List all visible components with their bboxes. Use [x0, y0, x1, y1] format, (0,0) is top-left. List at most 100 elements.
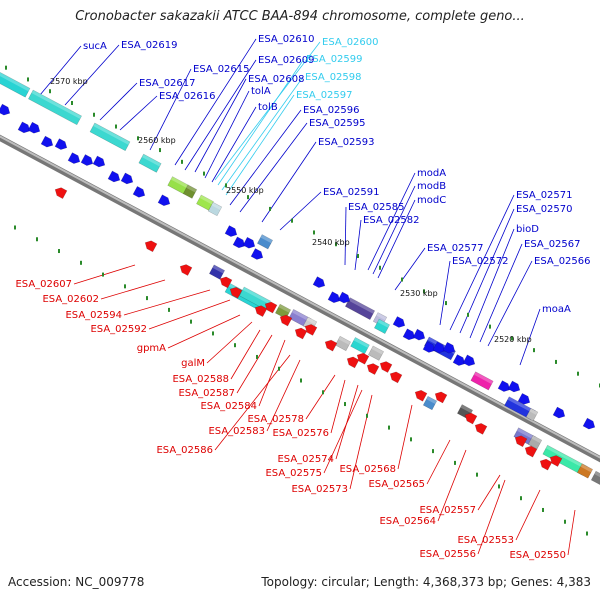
reverse-gene-leader — [148, 299, 231, 330]
marker-tick — [586, 531, 588, 536]
gene-arrow-reverse-19 — [474, 423, 488, 435]
cds-forward-11 — [374, 318, 390, 334]
marker-tick — [300, 378, 302, 383]
gene-arrow-forward-31 — [582, 417, 596, 430]
marker-tick — [71, 100, 73, 105]
marker-tick — [533, 348, 535, 353]
highlight-gene-label: ESA_02600 — [322, 37, 379, 48]
reverse-gene-label: ESA_02553 — [457, 535, 514, 546]
gene-arrow-reverse-0 — [54, 187, 68, 200]
gene-arrow-reverse-1 — [144, 240, 158, 253]
marker-tick — [225, 183, 227, 188]
forward-gene-leader — [239, 122, 308, 213]
reverse-gene-leader — [515, 489, 541, 541]
reverse-gene-label: ESA_02607 — [15, 279, 72, 290]
gene-arrow-reverse-15 — [389, 371, 403, 384]
gene-arrow-reverse-21 — [524, 445, 538, 458]
forward-gene-label: bioD — [516, 224, 539, 235]
reverse-gene-label: gpmA — [137, 343, 166, 354]
marker-tick — [564, 519, 566, 524]
gene-arrow-reverse-3 — [219, 276, 233, 289]
highlight-gene-leader — [214, 41, 321, 181]
marker-tick — [58, 249, 60, 254]
marker-tick — [388, 425, 390, 430]
reverse-gene-leader — [330, 379, 346, 434]
marker-tick — [49, 89, 51, 94]
forward-gene-label: ESA_02577 — [427, 243, 484, 254]
marker-tick — [203, 171, 205, 176]
reverse-gene-label: ESA_02574 — [277, 454, 334, 465]
cds-reverse-13 — [209, 264, 225, 280]
reverse-gene-leader — [426, 439, 451, 485]
cds-reverse-9 — [527, 435, 543, 450]
cds-forward-0 — [0, 69, 31, 98]
forward-gene-label: ESA_02572 — [452, 256, 509, 267]
reverse-gene-leader — [236, 334, 273, 394]
forward-gene-leader — [39, 45, 82, 96]
reverse-gene-leader — [397, 404, 413, 470]
marker-tick — [247, 195, 249, 200]
gene-arrow-forward-21 — [412, 328, 426, 341]
forward-gene-label: modC — [417, 195, 446, 206]
reverse-gene-leader — [477, 479, 506, 555]
forward-gene-leader — [204, 90, 250, 179]
forward-gene-leader — [184, 59, 257, 171]
cds-forward-5 — [182, 184, 198, 199]
marker-tick — [467, 312, 469, 317]
gene-arrow-reverse-22 — [539, 458, 553, 471]
topology-text: Topology: circular; Length: 4,368,373 bp… — [261, 575, 591, 589]
forward-gene-label: sucA — [83, 41, 107, 52]
forward-gene-leader — [174, 38, 257, 166]
forward-gene-label: ESA_02608 — [248, 74, 305, 85]
forward-gene-leader — [194, 78, 247, 173]
forward-gene-leader — [469, 228, 515, 339]
highlight-gene-label: ESA_02598 — [305, 72, 362, 83]
chromosome-backbone — [0, 134, 600, 463]
cds-reverse-1 — [239, 286, 271, 311]
marker-tick — [542, 507, 544, 512]
marker-tick — [555, 359, 557, 364]
forward-gene-leader — [354, 219, 362, 271]
cds-forward-2 — [89, 122, 131, 152]
cds-forward-15 — [525, 407, 539, 422]
forward-gene-leader — [99, 82, 138, 121]
gene-arrow-forward-18 — [337, 291, 351, 304]
reverse-gene-leader — [214, 354, 291, 451]
cds-reverse-14 — [335, 335, 351, 352]
kbp-tick-label: 2540 kbp — [312, 238, 350, 247]
gene-arrow-forward-26 — [462, 354, 476, 367]
gene-arrow-forward-29 — [517, 392, 531, 405]
reverse-gene-label: ESA_02573 — [291, 484, 348, 495]
marker-tick — [432, 449, 434, 454]
gene-arrow-forward-10 — [132, 185, 146, 198]
forward-gene-leader — [459, 208, 515, 334]
reverse-gene-label: ESA_02584 — [200, 401, 257, 412]
marker-tick — [5, 65, 7, 70]
gene-arrow-reverse-2 — [179, 264, 193, 276]
highlight-gene-label: ESA_02597 — [296, 90, 353, 101]
gene-arrow-forward-7 — [92, 155, 106, 168]
gene-arrow-forward-22 — [422, 341, 436, 353]
forward-gene-label: ESA_02609 — [258, 55, 315, 66]
marker-tick — [159, 148, 161, 153]
gene-arrow-reverse-12 — [356, 352, 370, 365]
marker-tick — [146, 296, 148, 301]
forward-gene-label: ESA_02593 — [318, 137, 375, 148]
highlight-gene-label: ESA_02599 — [306, 54, 363, 65]
forward-gene-leader — [394, 247, 426, 291]
marker-tick — [335, 242, 337, 247]
forward-gene-label: ESA_02567 — [524, 239, 581, 250]
marker-tick — [322, 390, 324, 395]
forward-gene-label: ESA_02617 — [139, 78, 196, 89]
forward-gene-leader — [211, 106, 257, 183]
gene-features — [0, 65, 600, 536]
gene-arrow-forward-0 — [0, 103, 11, 116]
reverse-gene-label: ESA_02602 — [42, 294, 99, 305]
forward-gene-leader — [64, 44, 120, 106]
reverse-gene-label: galM — [181, 358, 205, 369]
kbp-tick-label: 2570 kbp — [50, 77, 88, 86]
gene-arrow-forward-20 — [402, 328, 416, 341]
marker-tick — [137, 136, 139, 141]
forward-gene-label: tolB — [258, 102, 278, 113]
